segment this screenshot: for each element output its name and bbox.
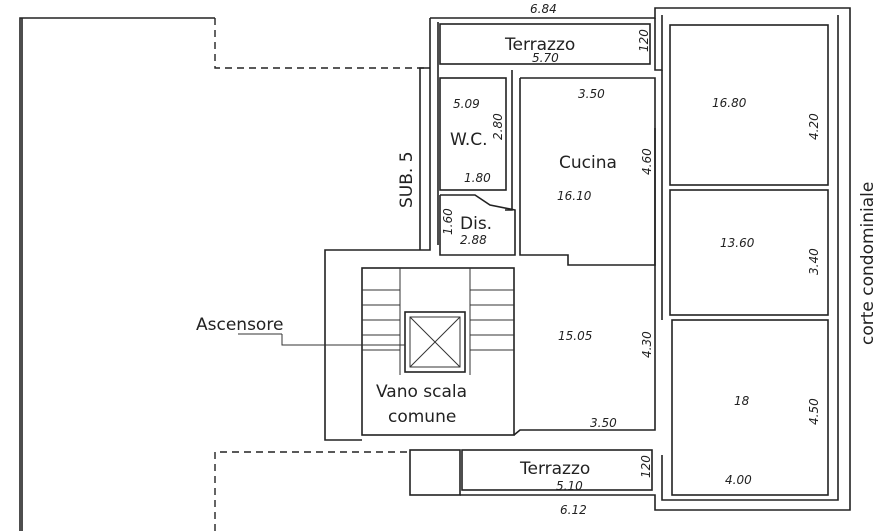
hall-dim-v: 4.30 — [640, 331, 654, 358]
kitchen-area: 16.10 — [557, 189, 592, 203]
terrace-top-label: Terrazzo — [504, 35, 575, 55]
wc-dim-v: 2.80 — [491, 113, 505, 140]
stair-label-1: Vano scala — [376, 382, 467, 402]
stairs — [362, 268, 514, 375]
wc-label: W.C. — [450, 130, 488, 150]
hall-dim-h: 3.50 — [590, 416, 617, 430]
room2-area: 13.60 — [720, 236, 755, 250]
ascensore-leader-2 — [281, 334, 405, 346]
kitchen-label: Cucina — [559, 153, 617, 173]
room3-dim-h: 4.00 — [725, 473, 752, 487]
terrace-top-inner: 5.70 — [532, 51, 559, 65]
terrace-bottom-outer: 6.12 — [560, 503, 587, 517]
room1-area: 16.80 — [712, 96, 747, 110]
terrace-bottom-inner: 5.10 — [556, 479, 583, 493]
room2-dim-v: 3.40 — [807, 248, 821, 275]
wc-area: 5.09 — [453, 97, 480, 111]
room1-dim-v: 4.20 — [807, 113, 821, 140]
terrace-bottom-depth: 120 — [639, 455, 653, 478]
kitchen-dim-h: 3.50 — [578, 87, 605, 101]
dis-dim-v: 1.60 — [441, 208, 455, 235]
terrace-top-outer: 6.84 — [530, 2, 557, 16]
walls — [324, 7, 851, 511]
stair-label-2: comune — [388, 407, 456, 427]
dis-label: Dis. — [460, 214, 492, 234]
elevator-shaft — [404, 311, 466, 373]
room3-area: 18 — [734, 394, 750, 408]
terrace-top-depth: 120 — [637, 29, 651, 52]
ascensore-label: Ascensore — [196, 315, 283, 335]
kitchen-dim-v: 4.60 — [640, 148, 654, 175]
wc-dim-h: 1.80 — [464, 171, 491, 185]
dis-area: 2.88 — [460, 233, 487, 247]
adjacent-unit-outline — [19, 17, 430, 531]
terrace-bottom-label: Terrazzo — [519, 459, 590, 479]
room3-dim-v: 4.50 — [807, 398, 821, 425]
hall-area: 15.05 — [558, 329, 592, 343]
courtyard-label: corte condominiale — [858, 182, 878, 345]
sub-label: SUB. 5 — [397, 151, 417, 208]
